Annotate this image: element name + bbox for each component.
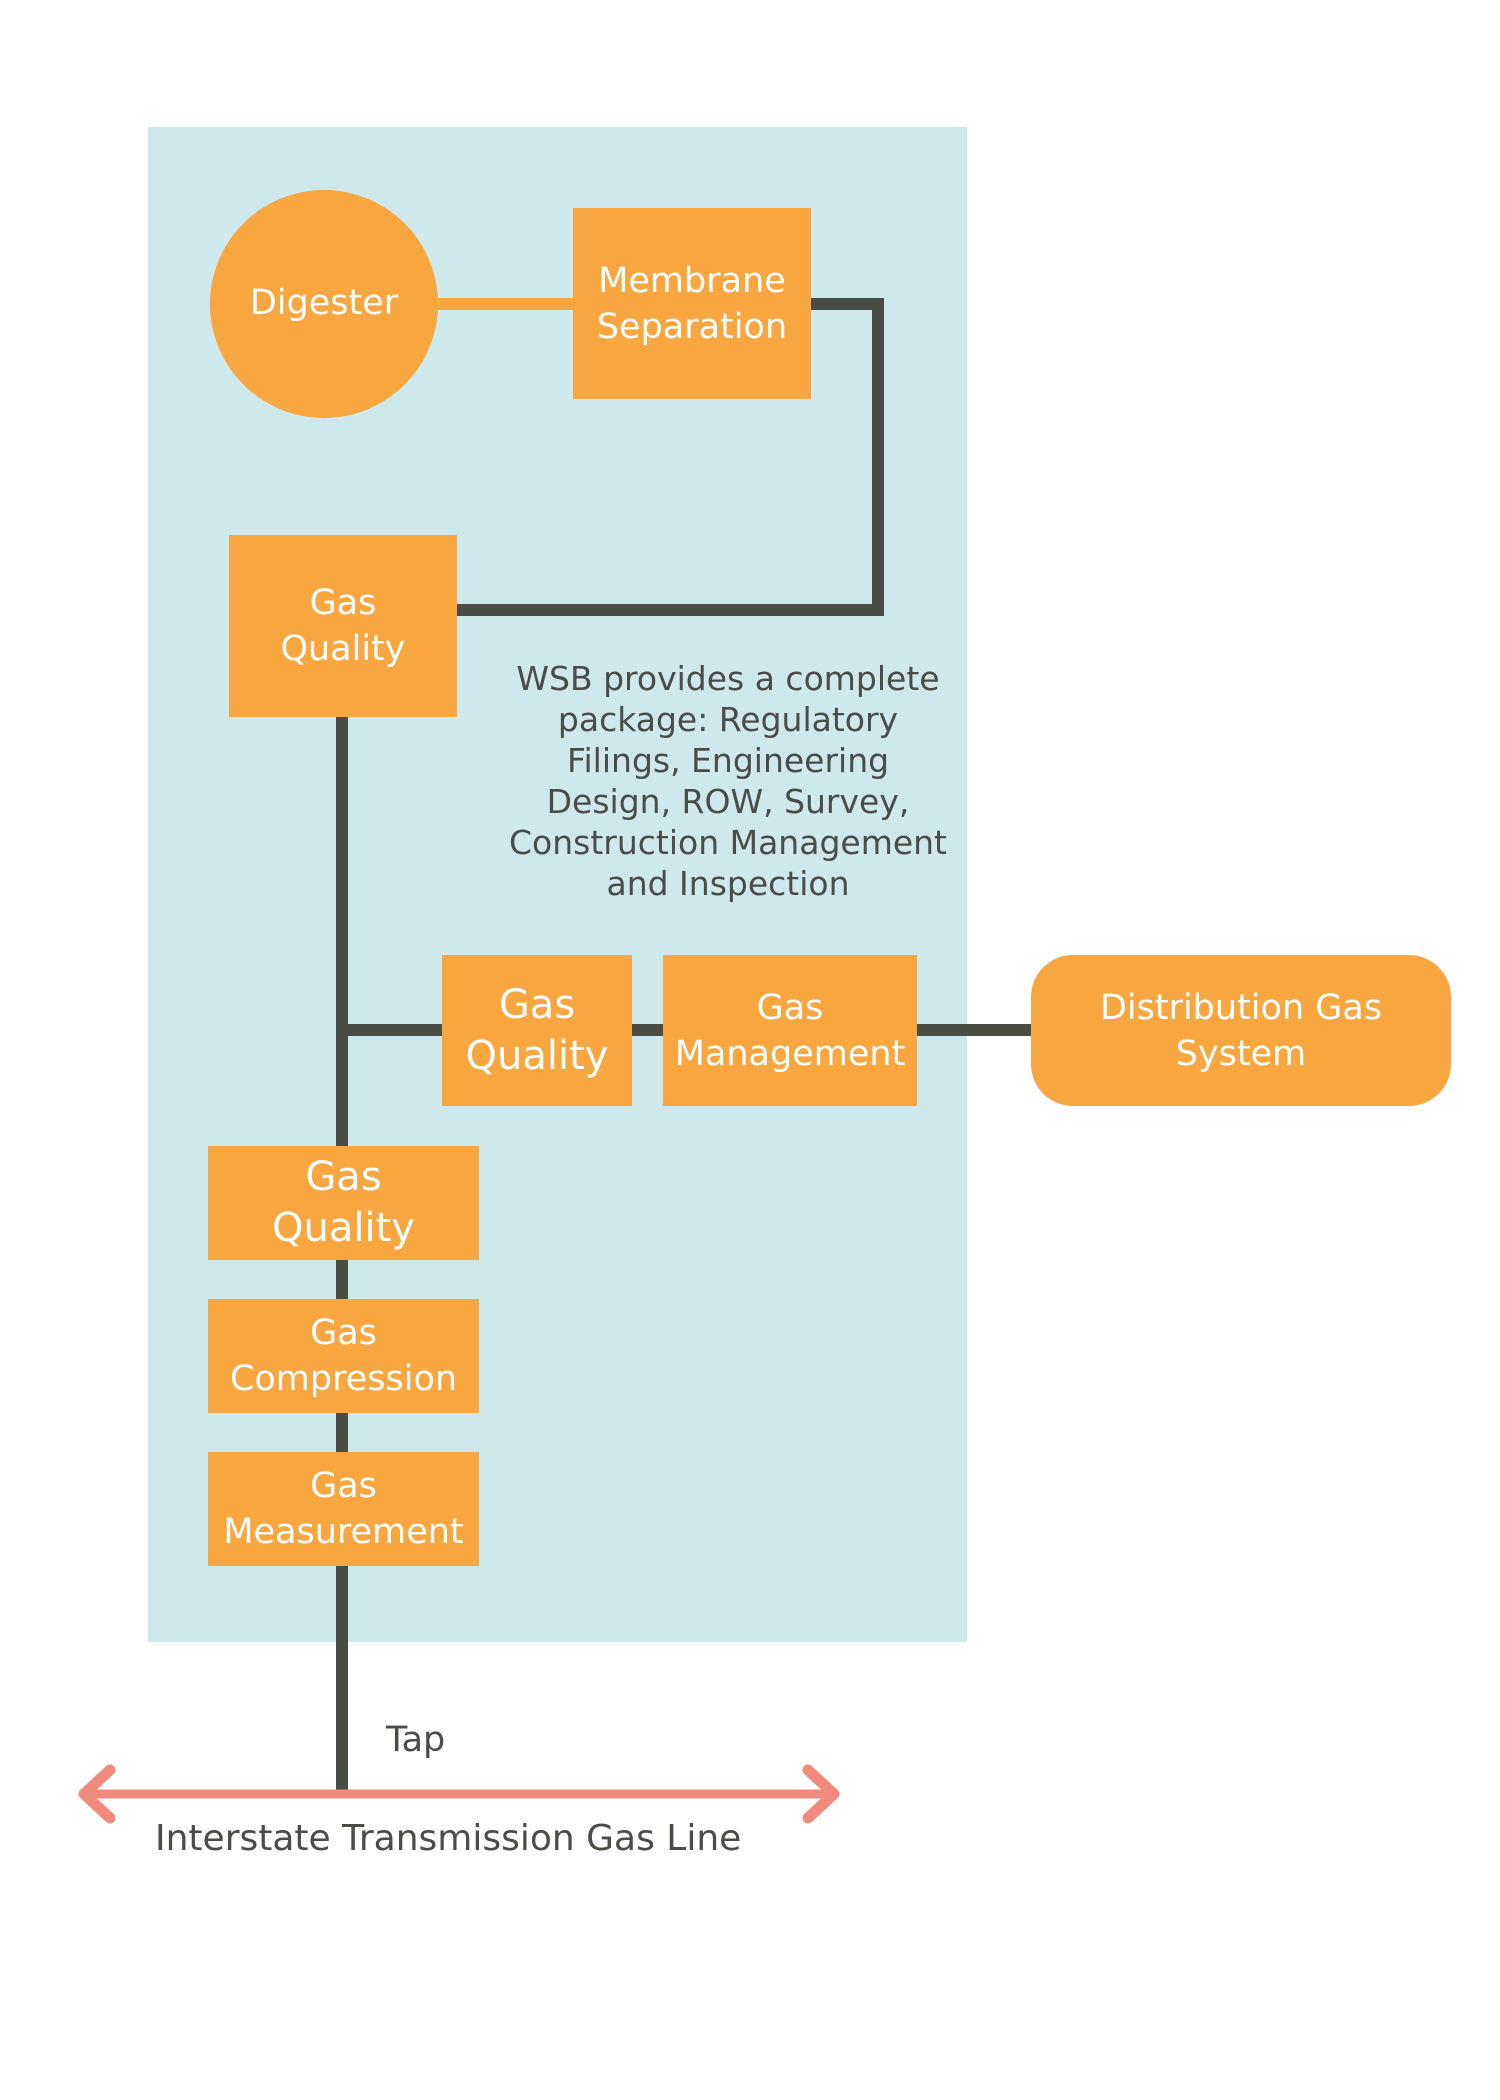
digester-label: Digester	[249, 283, 399, 324]
membrane-to-quality-connector	[456, 298, 884, 616]
gas-quality-top-node	[229, 535, 457, 717]
note-line: Design, ROW, Survey,	[546, 782, 910, 821]
gas-measurement-node	[208, 1452, 479, 1566]
gas-quality-top-label: Gas Quality	[280, 583, 406, 669]
note-line: and Inspection	[606, 864, 850, 903]
gas-quality-mid-label: Gas Quality	[465, 981, 609, 1079]
note-line: Filings, Engineering	[566, 741, 890, 780]
membrane-separation-node	[573, 208, 811, 399]
gas-quality-low-node	[208, 1146, 479, 1260]
transmission-line-left-arrowhead	[78, 1764, 116, 1824]
tap-label: Tap	[386, 1720, 446, 1760]
gas-management-label: Gas Management	[674, 987, 906, 1074]
gas-quality-low-label: Gas Quality	[272, 1154, 415, 1251]
note-line: Construction Management	[509, 823, 947, 862]
distribution-gas-system-node	[1031, 955, 1451, 1106]
gas-compression-label: Gas Compression	[229, 1313, 458, 1399]
distribution-gas-system-label: Distribution Gas System	[1099, 987, 1383, 1074]
membrane-separation-label: Membrane Separation	[596, 260, 788, 347]
gas-compression-node	[208, 1299, 479, 1413]
note-line: package: Regulatory	[557, 700, 899, 739]
transmission-line-right-arrowhead	[802, 1764, 840, 1824]
wsb-services-note: WSB provides a complete package: Regulat…	[508, 658, 948, 904]
digester-node	[210, 190, 438, 418]
gas-management-node	[663, 955, 917, 1106]
gas-quality-mid-node	[442, 955, 632, 1106]
note-line: WSB provides a complete	[516, 659, 940, 698]
transmission-line-label: Interstate Transmission Gas Line	[155, 1818, 742, 1859]
gas-measurement-label: Gas Measurement	[223, 1466, 464, 1552]
